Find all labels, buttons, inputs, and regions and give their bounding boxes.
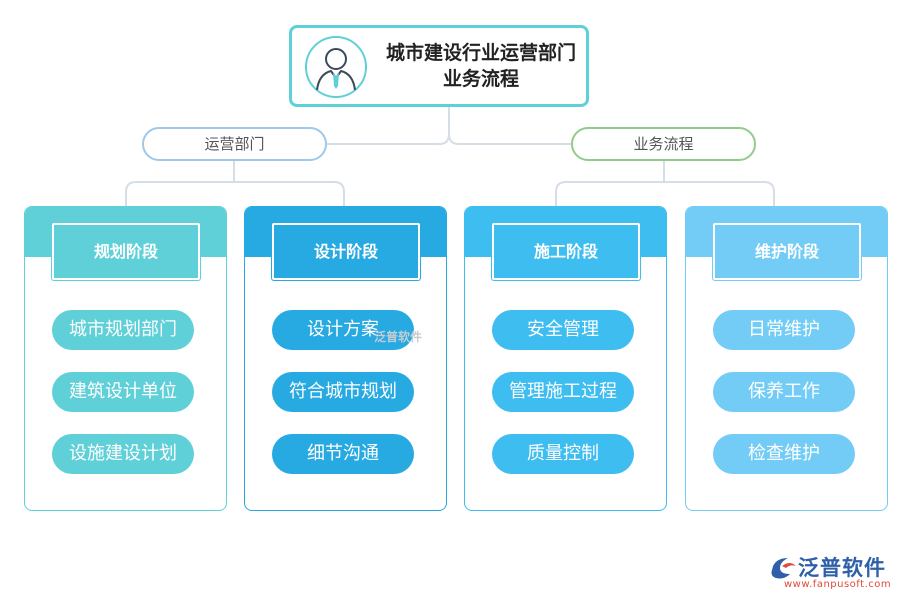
stage-card-planning: 规划阶段城市规划部门建筑设计单位设施建设计划 xyxy=(24,206,227,511)
stage-item: 设计方案 xyxy=(272,310,414,350)
stage-item: 管理施工过程 xyxy=(492,372,634,412)
stage-card-maintenance: 维护阶段日常维护保养工作检查维护 xyxy=(685,206,888,511)
watermark-text: 泛普软件 xyxy=(374,330,423,344)
stage-item: 日常维护 xyxy=(713,310,855,350)
stage-card-construction: 施工阶段安全管理管理施工过程质量控制 xyxy=(464,206,667,511)
stage-item: 建筑设计单位 xyxy=(52,372,194,412)
branch-business-flow: 业务流程 xyxy=(571,127,756,161)
stage-item: 设施建设计划 xyxy=(52,434,194,474)
stage-title: 施工阶段 xyxy=(492,223,640,280)
stage-item: 细节沟通 xyxy=(272,434,414,474)
brand-url: www.fanpusoft.com xyxy=(784,579,892,590)
stage-item: 保养工作 xyxy=(713,372,855,412)
diagram-title-line1: 城市建设行业运营部门 xyxy=(385,42,576,64)
stage-item: 城市规划部门 xyxy=(52,310,194,350)
brand-swirl-icon xyxy=(768,554,798,582)
stage-item: 安全管理 xyxy=(492,310,634,350)
stage-item: 检查维护 xyxy=(713,434,855,474)
branch-operations-dept: 运营部门 xyxy=(142,127,327,161)
stage-title: 规划阶段 xyxy=(52,223,200,280)
stage-item: 符合城市规划 xyxy=(272,372,414,412)
stage-card-design: 设计阶段设计方案符合城市规划细节沟通 xyxy=(244,206,447,511)
stage-title: 设计阶段 xyxy=(272,223,420,280)
brand-logo: 泛普软件 www.fanpusoft.com xyxy=(768,552,893,594)
brand-name: 泛普软件 xyxy=(798,556,886,580)
title-box: 城市建设行业运营部门 业务流程 xyxy=(289,25,589,107)
stage-item: 质量控制 xyxy=(492,434,634,474)
stage-title: 维护阶段 xyxy=(713,223,861,280)
diagram-title-line2: 业务流程 xyxy=(442,68,519,90)
businessman-avatar-icon xyxy=(305,36,367,98)
